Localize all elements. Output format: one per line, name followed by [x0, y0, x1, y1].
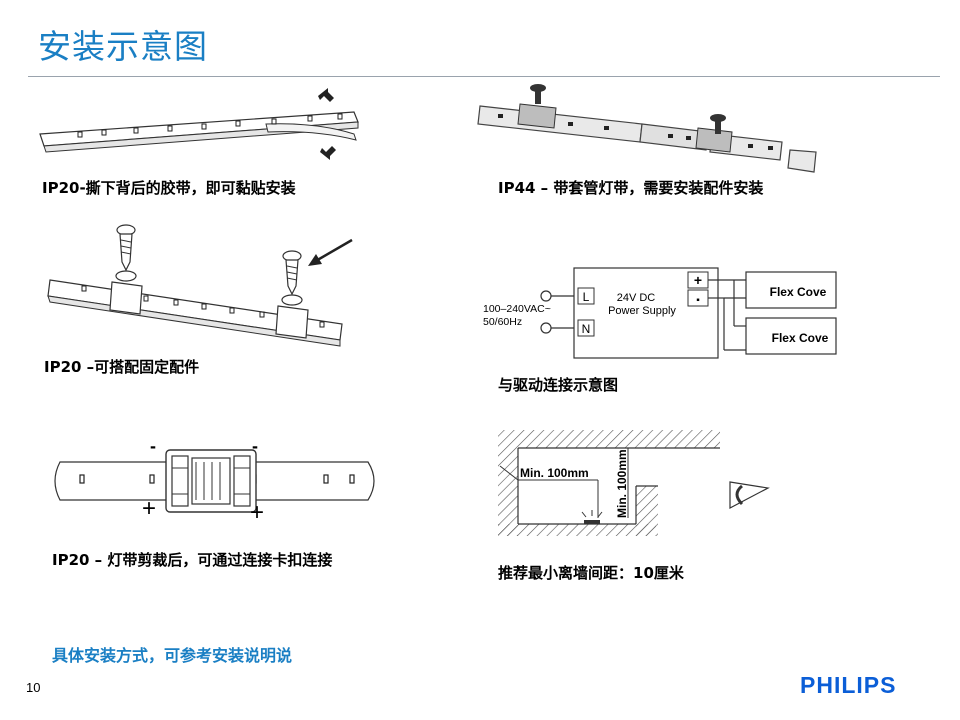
polarity-plus-left: +: [142, 495, 156, 522]
flex-cove-label-2: Flex Cove: [772, 331, 829, 345]
polarity-minus-left: -: [150, 436, 156, 456]
supply-line2: Power Supply: [608, 305, 676, 317]
output-minus-label: ▪: [696, 295, 700, 306]
page-number: 10: [26, 680, 41, 695]
caption-min-distance: 推荐最小离墙间距：10厘米: [498, 564, 684, 582]
terminal-l-label: L: [583, 290, 590, 304]
supply-line1: 24V DC: [617, 292, 656, 304]
ip44-sleeve-illustration: [477, 84, 817, 173]
ip20-connector-illustration: - - + +: [54, 436, 375, 522]
caption-ip20-adhesive: IP20-撕下背后的胶带，即可黏贴安装: [42, 179, 296, 197]
polarity-plus-right: +: [250, 499, 264, 522]
vertical-distance-label: Min. 100mm: [615, 449, 629, 518]
philips-logo: PHILIPS: [800, 672, 897, 698]
input-voltage-label: 100–240VAC~: [483, 303, 551, 315]
polarity-minus-right: -: [252, 436, 258, 456]
output-plus-label: +: [694, 272, 702, 288]
input-terminal-n: [540, 322, 552, 334]
title-divider: [28, 76, 940, 77]
caption-ip20-connector: IP20 – 灯带剪裁后，可通过连接卡扣连接: [52, 551, 333, 569]
input-terminal-l: [540, 290, 552, 302]
driver-connection-diagram: L N 24V DC Power Supply + ▪ Flex Cove Fl…: [483, 267, 837, 359]
flex-cove-label-1: Flex Cove: [770, 285, 827, 299]
caption-ip44-sleeve: IP44 – 带套管灯带，需要安装配件安装: [498, 179, 764, 197]
caption-ip20-clip: IP20 –可搭配固定配件: [44, 358, 200, 376]
min-distance-diagram: Min. 100mm Min. 100mm: [498, 430, 770, 536]
ip20-adhesive-illustration: [39, 88, 359, 160]
caption-driver-connection: 与驱动连接示意图: [498, 376, 619, 394]
horizontal-distance-label: Min. 100mm: [520, 466, 589, 480]
footer-note: 具体安装方式，可参考安装说明说: [52, 646, 293, 665]
flex-cove-box-2: [745, 317, 837, 355]
ip20-clip-illustration: [47, 224, 353, 347]
input-frequency-label: 50/60Hz: [483, 316, 522, 328]
flex-cove-box-1: [745, 271, 837, 309]
terminal-n-label: N: [582, 322, 591, 336]
page-title: 安装示意图: [38, 27, 208, 66]
